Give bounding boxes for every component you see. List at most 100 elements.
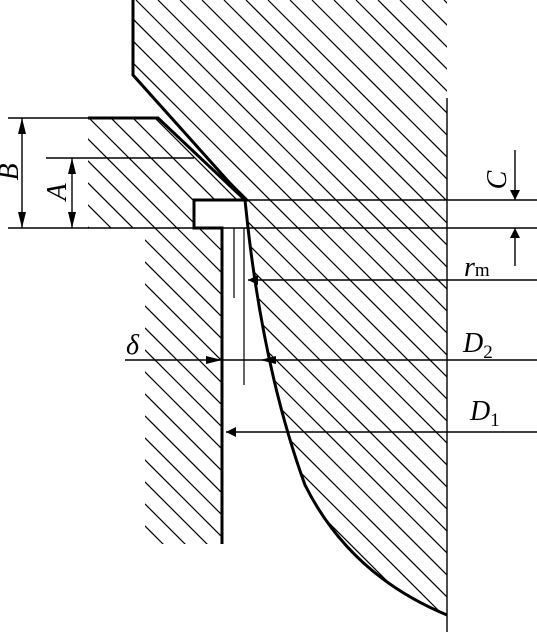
upper-hatch-line <box>0 0 86 632</box>
lower-hatch-line <box>88 118 245 544</box>
lower-hatch-line <box>521 0 537 632</box>
dimension-a-arrow-bottom <box>68 212 76 228</box>
lower-hatch-line <box>345 0 537 632</box>
upper-hatch-line <box>311 0 447 615</box>
lower-hatch-line <box>455 0 537 632</box>
upper-hatch-line <box>0 0 130 632</box>
upper-hatch-line <box>133 0 439 615</box>
lower-hatch-line <box>88 118 245 544</box>
upper-hatch-line <box>133 0 197 615</box>
lower-hatch-line <box>477 0 537 632</box>
lower-hatch-line <box>88 118 164 544</box>
upper-hatch-line <box>532 0 537 632</box>
upper-hatch-line <box>133 0 447 615</box>
lower-hatch-line <box>367 0 537 632</box>
lower-hatch-line <box>88 118 245 544</box>
lower-hatch-line <box>88 118 98 544</box>
upper-hatch-line <box>289 0 447 615</box>
label-rm-main: r <box>464 252 475 283</box>
lower-hatch-line <box>88 118 120 544</box>
lower-hatch-line <box>0 0 75 632</box>
lower-hatch-line <box>257 0 537 632</box>
lower-hatch-line <box>168 118 245 544</box>
upper-hatch-line <box>133 0 447 615</box>
upper-hatch-line <box>466 0 537 632</box>
upper-hatch-line <box>157 0 447 615</box>
label-rm-sub: m <box>475 260 490 281</box>
upper-hatch-line <box>333 0 447 615</box>
label-d2: D2 <box>462 328 493 363</box>
lower-hatch-line <box>88 118 208 544</box>
label-rm: rm <box>464 252 490 283</box>
upper-hatch-line <box>510 0 537 632</box>
lower-hatch-line <box>433 0 537 632</box>
upper-hatch-line <box>179 0 447 615</box>
upper-part-outline <box>131 0 448 617</box>
upper-hatch-line <box>133 0 447 615</box>
lower-hatch-line <box>88 118 245 544</box>
upper-hatch-line <box>0 0 42 632</box>
label-d2-main: D <box>462 328 483 359</box>
label-delta: δ <box>126 330 140 361</box>
lower-hatch-line <box>301 0 537 632</box>
upper-hatch-line <box>133 0 447 615</box>
dimension-b-arrow-top <box>18 118 26 134</box>
lower-hatch-line <box>88 118 245 544</box>
upper-hatch-line <box>133 0 447 615</box>
upper-hatch-line <box>399 0 447 615</box>
label-d2-sub: 2 <box>483 342 493 363</box>
upper-hatch-line <box>133 0 395 615</box>
upper-hatch-line <box>133 0 241 615</box>
dimension-a-arrow-top <box>68 158 76 174</box>
upper-hatch-line <box>133 0 153 615</box>
upper-hatch-line <box>133 0 447 615</box>
label-d1: D1 <box>469 396 500 431</box>
label-b: B <box>0 163 25 180</box>
upper-hatch-line <box>0 0 20 632</box>
label-d1-sub: 1 <box>490 410 500 431</box>
upper-hatch-line <box>133 0 285 615</box>
label-a: A <box>42 183 73 203</box>
lower-hatch-line <box>389 0 537 632</box>
upper-hatch-line <box>0 0 64 632</box>
lower-hatch-line <box>0 0 9 632</box>
upper-hatch-line <box>223 0 447 615</box>
lower-hatch-line <box>88 118 230 544</box>
upper-hatch-line <box>377 0 447 615</box>
lower-hatch-line <box>88 118 245 544</box>
label-c: C <box>482 170 513 189</box>
lower-hatch-line <box>88 118 245 544</box>
upper-hatch-line <box>488 0 537 632</box>
lower-hatch-line <box>88 118 245 544</box>
lower-part-outline <box>88 116 249 544</box>
delta-arrow-left <box>206 356 222 364</box>
delta-arrow-right <box>260 356 276 364</box>
upper-hatch-line <box>133 0 175 615</box>
upper-hatch-line <box>201 0 447 615</box>
lower-hatch-line <box>88 118 245 544</box>
lower-hatch-line <box>88 118 245 544</box>
lower-hatch-line <box>0 0 31 632</box>
upper-hatch-line <box>0 0 108 632</box>
upper-hatch-line <box>135 0 447 615</box>
dimension-b-arrow-bottom <box>18 212 26 228</box>
lower-hatch-line <box>88 118 245 544</box>
lower-hatch-line <box>88 118 186 544</box>
label-d1-main: D <box>469 396 490 427</box>
lower-hatch-line <box>0 0 53 632</box>
upper-hatch-line <box>245 0 447 615</box>
lower-hatch-line <box>499 0 537 632</box>
upper-hatch-line <box>421 0 447 615</box>
lower-hatch-line <box>88 118 245 544</box>
lower-hatch-line <box>88 118 245 544</box>
